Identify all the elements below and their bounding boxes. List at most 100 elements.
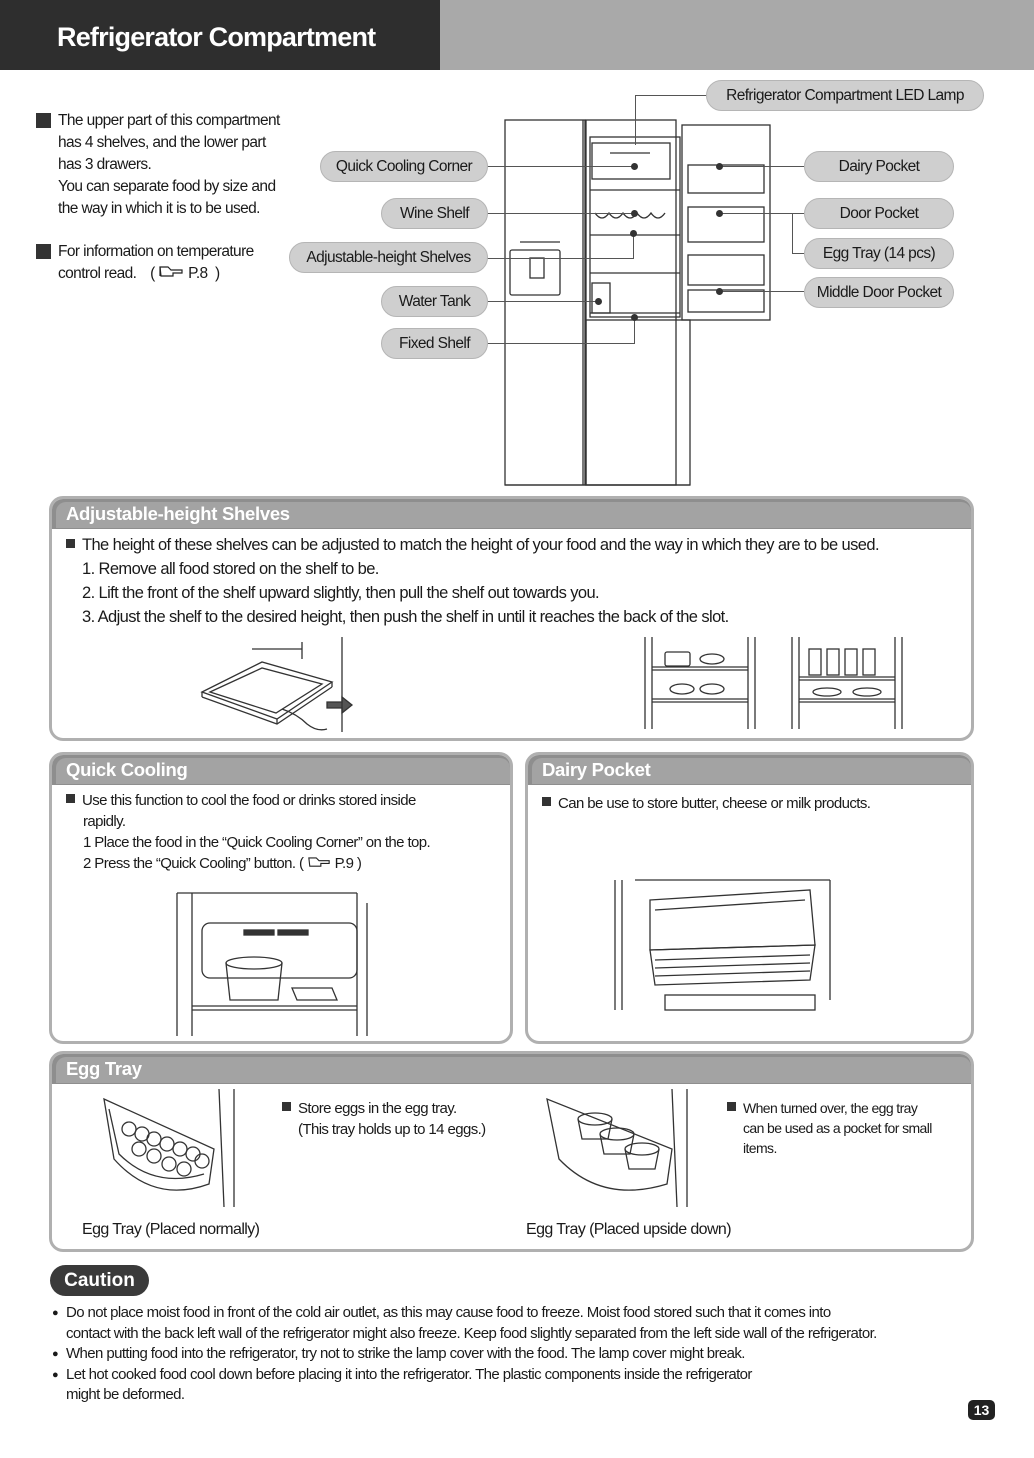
section-dairy-pocket: Dairy Pocket Can be use to store butter,… bbox=[525, 752, 974, 1044]
intro-paragraph-2: For information on temperature control r… bbox=[36, 241, 316, 285]
section-intro-text: Use this function to cool the food or dr… bbox=[82, 792, 416, 809]
label-dairy-pocket: Dairy Pocket bbox=[804, 151, 954, 182]
caution-line: might be deformed. bbox=[66, 1385, 997, 1406]
egg-tray-caption-normal: Egg Tray (Placed normally) bbox=[82, 1221, 259, 1239]
egg-tray-normal-illustration bbox=[94, 1089, 244, 1209]
caution-item: Let hot cooked food cool down before pla… bbox=[52, 1365, 997, 1406]
dairy-pocket-illustration bbox=[610, 855, 835, 1015]
section-quick-cooling: Quick Cooling Use this function to cool … bbox=[49, 752, 513, 1044]
caution-badge: Caution bbox=[50, 1265, 149, 1296]
label-wine-shelf: Wine Shelf bbox=[381, 198, 488, 229]
leader-dot bbox=[595, 298, 602, 305]
step-2: 2 Press the “Quick Cooling” button. ( P.… bbox=[66, 853, 506, 874]
page-title: Refrigerator Compartment bbox=[57, 22, 375, 53]
quick-cooling-illustration bbox=[172, 888, 382, 1038]
egg-tray-text-line: items. bbox=[727, 1138, 932, 1158]
leader-dot bbox=[716, 163, 723, 170]
label-fixed-shelf: Fixed Shelf bbox=[381, 328, 488, 359]
label-water-tank: Water Tank bbox=[381, 286, 488, 317]
shelf-removal-illustration bbox=[192, 637, 362, 737]
bullet-square-icon bbox=[66, 539, 75, 548]
header-accent-bar bbox=[440, 0, 1034, 70]
egg-tray-caption-upside-down: Egg Tray (Placed upside down) bbox=[526, 1221, 731, 1239]
leader-dot bbox=[631, 314, 638, 321]
section-title: Egg Tray bbox=[66, 1058, 142, 1080]
leader-dot bbox=[631, 210, 638, 217]
bullet-square-icon bbox=[542, 797, 551, 806]
leader-line bbox=[487, 213, 634, 214]
egg-tray-text-line: When turned over, the egg tray bbox=[743, 1100, 917, 1116]
section-text-content: Can be use to store butter, cheese or mi… bbox=[558, 795, 870, 812]
step-1: 1. Remove all food stored on the shelf t… bbox=[82, 557, 379, 581]
shelf-interior-illustration-1 bbox=[640, 637, 760, 732]
leader-line bbox=[487, 166, 634, 167]
bullet-square-icon bbox=[36, 244, 51, 259]
leader-line bbox=[487, 301, 597, 302]
egg-tray-upside-down-illustration bbox=[537, 1089, 697, 1209]
label-egg-tray: Egg Tray (14 pcs) bbox=[804, 238, 954, 269]
label-adjustable-shelves: Adjustable-height Shelves bbox=[289, 242, 488, 273]
section-title: Quick Cooling bbox=[66, 759, 188, 781]
page-reference[interactable]: P.8 bbox=[188, 265, 207, 282]
intro-paragraph-1: The upper part of this compartment has 4… bbox=[36, 110, 316, 220]
caution-line: contact with the back left wall of the r… bbox=[66, 1324, 997, 1345]
intro-line: For information on temperature bbox=[36, 241, 316, 263]
caution-item: Do not place moist food in front of the … bbox=[52, 1303, 997, 1344]
section-text: Can be use to store butter, cheese or mi… bbox=[542, 793, 870, 814]
egg-tray-text-line: Store eggs in the egg tray. bbox=[298, 1100, 457, 1117]
section-intro-text: rapidly. bbox=[66, 811, 506, 832]
caution-item: When putting food into the refrigerator,… bbox=[52, 1344, 997, 1365]
leader-dot bbox=[716, 288, 723, 295]
label-quick-cooling-corner: Quick Cooling Corner bbox=[320, 151, 488, 182]
leader-line bbox=[633, 235, 634, 259]
pointing-hand-icon bbox=[307, 856, 331, 869]
leader-dot bbox=[631, 163, 638, 170]
step-3: 3. Adjust the shelf to the desired heigh… bbox=[82, 605, 729, 629]
intro-line-text: control read. bbox=[58, 265, 136, 282]
pointing-hand-icon bbox=[158, 265, 184, 279]
section-header bbox=[52, 1054, 971, 1084]
section-intro-text: The height of these shelves can be adjus… bbox=[82, 536, 879, 554]
leader-line bbox=[720, 166, 804, 167]
label-led-lamp: Refrigerator Compartment LED Lamp bbox=[706, 80, 984, 111]
step-2: 2. Lift the front of the shelf upward sl… bbox=[82, 581, 599, 605]
intro-line: The upper part of this compartment bbox=[36, 110, 316, 132]
leader-line bbox=[635, 95, 707, 96]
bullet-square-icon bbox=[282, 1102, 291, 1111]
bullet-square-icon bbox=[66, 794, 75, 803]
label-door-pocket: Door Pocket bbox=[804, 198, 954, 229]
bullet-square-icon bbox=[727, 1102, 736, 1111]
section-adjustable-shelves: Adjustable-height Shelves The height of … bbox=[49, 496, 974, 741]
caution-line: When putting food into the refrigerator,… bbox=[66, 1344, 997, 1365]
caution-list: Do not place moist food in front of the … bbox=[52, 1303, 997, 1406]
step-2-text: 2 Press the “Quick Cooling” button. ( bbox=[83, 855, 303, 872]
leader-line bbox=[487, 343, 635, 344]
section-title: Adjustable-height Shelves bbox=[66, 503, 290, 525]
intro-line: has 3 drawers. bbox=[36, 154, 316, 176]
caution-line: Let hot cooked food cool down before pla… bbox=[66, 1365, 997, 1386]
bullet-square-icon bbox=[36, 113, 51, 128]
egg-tray-text-line: (This tray holds up to 14 eggs.) bbox=[282, 1119, 486, 1140]
leader-line bbox=[792, 213, 793, 253]
egg-tray-text-1: Store eggs in the egg tray. (This tray h… bbox=[282, 1098, 486, 1140]
page-number: 13 bbox=[968, 1400, 995, 1420]
shelf-interior-illustration-2 bbox=[787, 637, 907, 732]
leader-line bbox=[720, 291, 804, 292]
leader-line bbox=[634, 318, 635, 344]
step-1: 1 Place the food in the “Quick Cooling C… bbox=[66, 832, 506, 853]
egg-tray-text-line: can be used as a pocket for small bbox=[727, 1118, 932, 1138]
leader-line bbox=[792, 253, 804, 254]
refrigerator-diagram bbox=[500, 115, 780, 490]
page-reference[interactable]: P.9 bbox=[335, 855, 354, 872]
caution-line: Do not place moist food in front of the … bbox=[66, 1303, 997, 1324]
section-egg-tray: Egg Tray Store eggs in the egg tray. (Th… bbox=[49, 1051, 974, 1252]
section-title: Dairy Pocket bbox=[542, 759, 650, 781]
leader-dot bbox=[716, 210, 723, 217]
leader-line bbox=[487, 258, 634, 259]
intro-line: the way in which it is to be used. bbox=[36, 198, 316, 220]
intro-line: control read. ( P.8 ) bbox=[36, 263, 316, 285]
section-intro: The height of these shelves can be adjus… bbox=[66, 533, 879, 557]
intro-line: You can separate food by size and bbox=[36, 176, 316, 198]
leader-line bbox=[635, 95, 636, 145]
intro-line: has 4 shelves, and the lower part bbox=[36, 132, 316, 154]
